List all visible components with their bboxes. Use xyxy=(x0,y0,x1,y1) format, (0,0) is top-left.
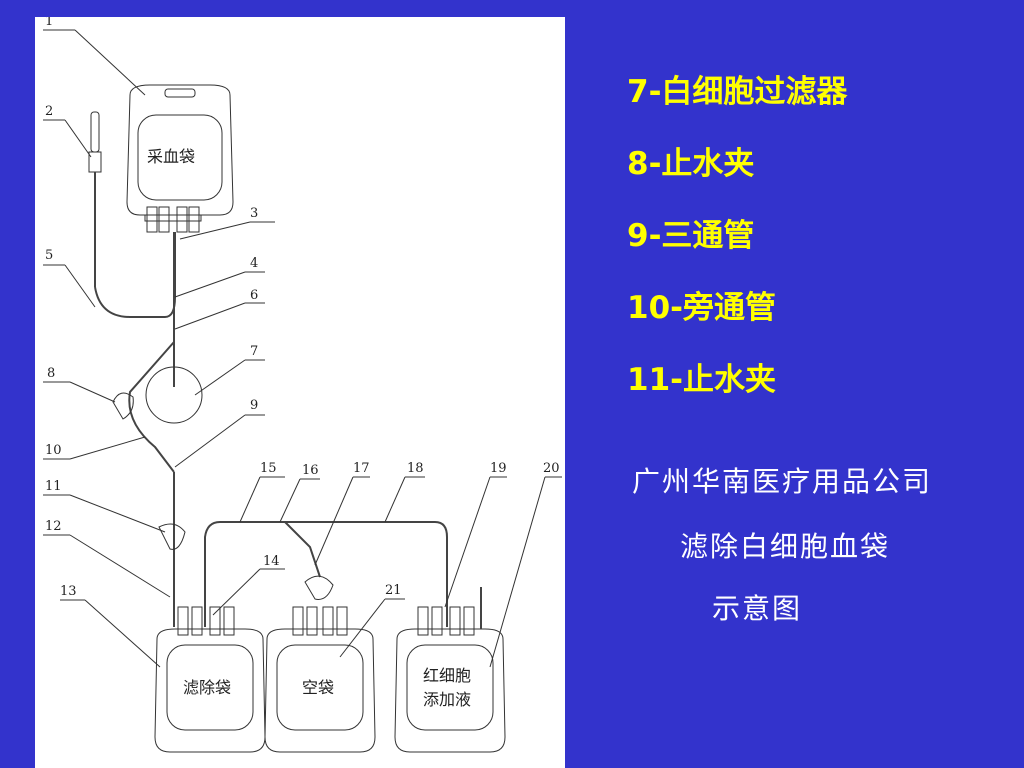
rbc-label-line2: 添加液 xyxy=(423,690,471,709)
part-label-1: 1 xyxy=(45,17,53,29)
blood-bag-diagram: 采血袋 xyxy=(43,17,562,753)
legend-item-11: 11-止水夹 xyxy=(627,362,777,398)
empty-bag-label: 空袋 xyxy=(302,678,334,697)
collection-bag: 采血袋 xyxy=(126,84,234,233)
part-label-15: 15 xyxy=(260,461,277,476)
leukocyte-filter xyxy=(145,366,203,424)
rbc-solution-bag: 红细胞 添加液 xyxy=(394,587,506,753)
caption-product: 滤除白细胞血袋 xyxy=(680,530,891,563)
part-label-8: 8 xyxy=(47,366,55,381)
part-label-6: 6 xyxy=(250,288,258,303)
part-label-9: 9 xyxy=(250,398,258,413)
part-label-16: 16 xyxy=(302,463,319,478)
part-label-3: 3 xyxy=(250,206,258,221)
part-label-13: 13 xyxy=(60,584,77,599)
part-label-7: 7 xyxy=(250,344,258,359)
caption-diagram: 示意图 xyxy=(712,592,803,625)
diagram-panel: 采血袋 xyxy=(35,17,565,768)
legend-item-10: 10-旁通管 xyxy=(627,290,777,326)
part-labels: 1 2 3 4 5 6 7 8 9 10 11 12 13 1 xyxy=(43,17,562,668)
part-label-10: 10 xyxy=(45,443,62,458)
part-label-12: 12 xyxy=(45,519,62,534)
part-label-19: 19 xyxy=(490,461,507,476)
collection-bag-label: 采血袋 xyxy=(147,147,195,166)
caption-company: 广州华南医疗用品公司 xyxy=(632,465,933,498)
legend-item-9: 9-三通管 xyxy=(627,218,755,254)
part-label-11: 11 xyxy=(45,479,62,494)
legend-item-7: 7-白细胞过滤器 xyxy=(627,74,848,110)
parts-legend: 7-白细胞过滤器 8-止水夹 9-三通管 10-旁通管 11-止水夹 xyxy=(627,70,1007,430)
filtered-bag-label: 滤除袋 xyxy=(183,678,231,697)
part-label-5: 5 xyxy=(45,248,53,263)
part-label-4: 4 xyxy=(250,256,258,271)
part-label-20: 20 xyxy=(543,461,560,476)
part-label-2: 2 xyxy=(45,104,53,119)
empty-bag: 空袋 xyxy=(264,606,376,753)
rbc-label-line1: 红细胞 xyxy=(423,666,471,685)
bypass-tube xyxy=(128,341,175,473)
part-label-14: 14 xyxy=(263,554,280,569)
part-label-18: 18 xyxy=(407,461,424,476)
filtered-bag: 滤除袋 xyxy=(154,606,266,753)
legend-item-8: 8-止水夹 xyxy=(627,146,755,182)
part-label-17: 17 xyxy=(353,461,370,476)
part-label-21: 21 xyxy=(385,583,402,598)
